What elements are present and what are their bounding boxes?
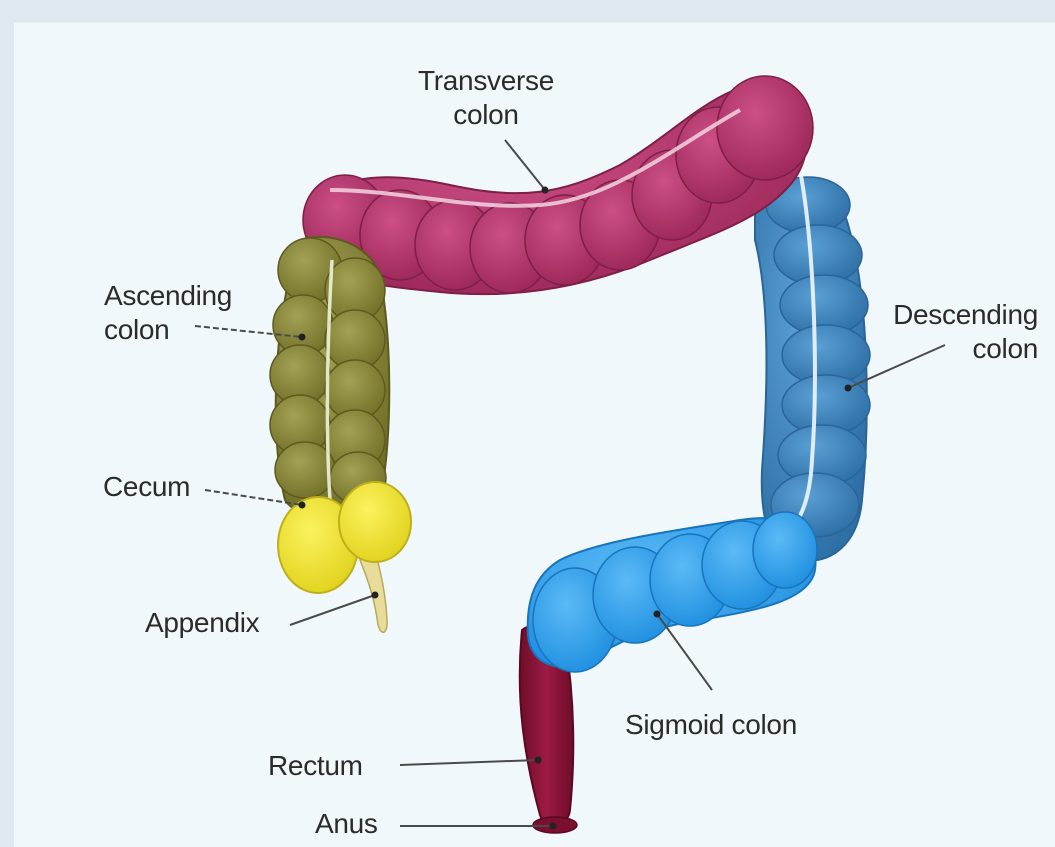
rectum-dot [535,757,542,764]
label-descending-line1: Descending [893,299,1038,330]
label-sigmoid-colon: Sigmoid colon [625,709,797,740]
cecum-dot [299,502,306,509]
transverse-dot [542,187,549,194]
label-rectum: Rectum [268,750,363,781]
label-transverse-line1: Transverse [418,65,554,96]
label-ascending-line1: Ascending [104,280,232,311]
label-descending-line2: colon [973,333,1038,364]
appendix-dot [372,592,379,599]
descending-colon [755,170,870,561]
transverse-colon [303,76,813,294]
appendix-leader [290,595,375,625]
ascending-colon [270,237,389,516]
sigmoid-colon [528,512,817,672]
label-transverse-line2: colon [453,99,518,130]
anus-dot [550,823,557,830]
label-ascending-line2: colon [104,314,169,345]
transverse-leader [505,140,545,190]
label-anus: Anus [315,808,378,839]
label-appendix: Appendix [145,607,260,638]
label-cecum: Cecum [103,471,190,502]
ascending-dot [299,334,306,341]
rectum-leader [400,760,538,765]
descending-dot [845,385,852,392]
sigmoid-dot [654,611,661,618]
